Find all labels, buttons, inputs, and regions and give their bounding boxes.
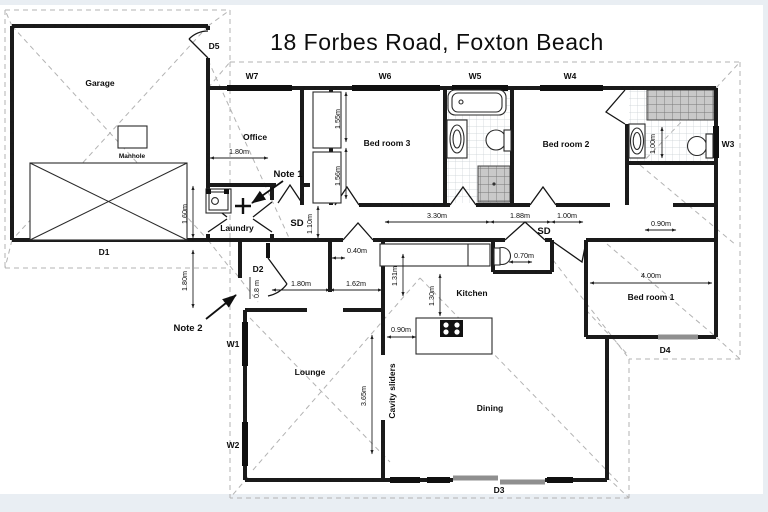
dim-entry-a: 1.80m	[291, 279, 311, 288]
room-label-office: Office	[243, 132, 267, 142]
plan-title: 18 Forbes Road, Foxton Beach	[270, 29, 604, 55]
cooktop-burner-4	[454, 329, 460, 335]
w3-label: W3	[722, 139, 735, 149]
garage-door-cross	[29, 162, 188, 241]
sd1-cavity-door	[342, 222, 374, 241]
manhole-hatch	[117, 125, 148, 149]
bathroom-cistern	[503, 129, 512, 152]
dim-ensuite-width: 1.00m	[648, 134, 657, 154]
dim-entry-b: 1.62m	[346, 279, 366, 288]
w5-label: W5	[469, 71, 482, 81]
shower-drain-icon	[492, 182, 496, 186]
ensuite-door	[605, 89, 626, 125]
bed2-door	[529, 185, 557, 206]
dim-cavity-opening: 3.65m	[359, 386, 368, 406]
laundry-corner-1	[206, 189, 211, 194]
room-label-kitchen: Kitchen	[456, 288, 487, 298]
room-label-bed3: Bed room 3	[364, 138, 411, 148]
dim-bed3-lower: 1.56m	[333, 166, 342, 186]
dim-front-door: 0.8 m	[252, 280, 261, 298]
bathroom-door	[449, 185, 477, 206]
cooktop-burner-2	[454, 322, 460, 328]
bathroom-basin-inner	[452, 129, 462, 149]
room-label-garage: Garage	[85, 78, 115, 88]
room-label-manhole: Manhole	[119, 153, 146, 160]
sliding-doors	[453, 334, 698, 485]
sd1-label: SD	[290, 218, 303, 229]
windows	[227, 85, 719, 483]
laundry-corner-2	[224, 189, 229, 194]
note1-label: Note 1	[273, 169, 303, 180]
kitchen-bench	[379, 243, 491, 267]
ensuite-toilet	[686, 135, 708, 157]
hall-closet-2	[312, 151, 342, 204]
w6-label: W6	[379, 71, 392, 81]
bath-drain-icon	[458, 99, 464, 105]
bathroom-toilet	[485, 129, 507, 151]
bed1-door	[551, 240, 587, 264]
roof-outline	[4, 9, 741, 499]
door-d5-swing	[188, 30, 209, 59]
note-arrows	[205, 180, 284, 320]
dim-office-width: 1.80m	[229, 147, 249, 156]
dim-kitchen-b: 1.30m	[427, 286, 436, 306]
dim-hall-long: 3.30m	[427, 211, 447, 220]
ensuite-basin	[629, 127, 645, 155]
ensuite-basin-inner	[632, 131, 642, 151]
laundry-cross-marker	[235, 198, 251, 214]
wc-cistern	[493, 247, 501, 266]
cooktop	[440, 320, 463, 337]
dim-kitchen-nib: 0.40m	[347, 246, 367, 255]
hall-closet-1	[312, 91, 342, 149]
bath-inner	[451, 92, 503, 113]
w7-label: W7	[246, 71, 259, 81]
note2-label: Note 2	[173, 323, 202, 334]
room-label-dining: Dining	[477, 403, 503, 413]
ensuite-shower	[646, 89, 715, 121]
bath	[447, 89, 507, 116]
d3-label: D3	[494, 485, 505, 495]
d5-label: D5	[209, 41, 220, 51]
door-d2-swing	[267, 257, 288, 297]
dim-bed3-upper: 1.55m	[333, 109, 342, 129]
cooktop-burner-3	[443, 329, 449, 335]
cavity-sliders-label: Cavity sliders	[387, 363, 397, 419]
room-label-laundry: Laundry	[220, 223, 254, 233]
labels: 18 Forbes Road, Foxton Beach Garage Manh…	[85, 29, 734, 495]
dim-bed1-nib: 0.90m	[651, 219, 671, 228]
walls	[12, 26, 716, 480]
note1-arrow	[251, 180, 284, 204]
room-label-bed1: Bed room 1	[628, 292, 675, 302]
fixtures	[29, 89, 714, 355]
dim-bed1-width: 4.00m	[641, 271, 661, 280]
d4-label: D4	[660, 345, 671, 355]
ensuite-cistern	[705, 133, 714, 159]
d2-label: D2	[253, 264, 264, 274]
dim-island-clearance: 0.90m	[391, 325, 411, 334]
w2-label: W2	[227, 440, 240, 450]
dim-wc-width: 0.70m	[514, 251, 534, 260]
dim-kitchen-a: 1.31m	[390, 266, 399, 286]
dim-garage-rear: 1.60m	[180, 204, 189, 224]
room-label-bed2: Bed room 2	[543, 139, 590, 149]
dim-hall-mid: 1.88m	[510, 211, 530, 220]
laundry-tap-icon	[211, 197, 219, 205]
dim-porch-offset: 1.80m	[180, 271, 189, 291]
dimension-lines	[191, 91, 713, 455]
laundry-doors	[207, 201, 273, 233]
w1-label: W1	[227, 339, 240, 349]
room-label-lounge: Lounge	[295, 367, 326, 377]
w4-label: W4	[564, 71, 577, 81]
note2-arrow	[205, 294, 237, 320]
sd2-label: SD	[537, 226, 550, 237]
cooktop-burner-1	[443, 322, 449, 328]
dim-hall-width: 1.10m	[305, 214, 314, 234]
office-door	[277, 183, 303, 204]
laundry-tub-inner	[208, 191, 229, 211]
d1-label: D1	[99, 247, 110, 257]
bathroom-basin	[449, 124, 465, 154]
dim-hall-end: 1.00m	[557, 211, 577, 220]
